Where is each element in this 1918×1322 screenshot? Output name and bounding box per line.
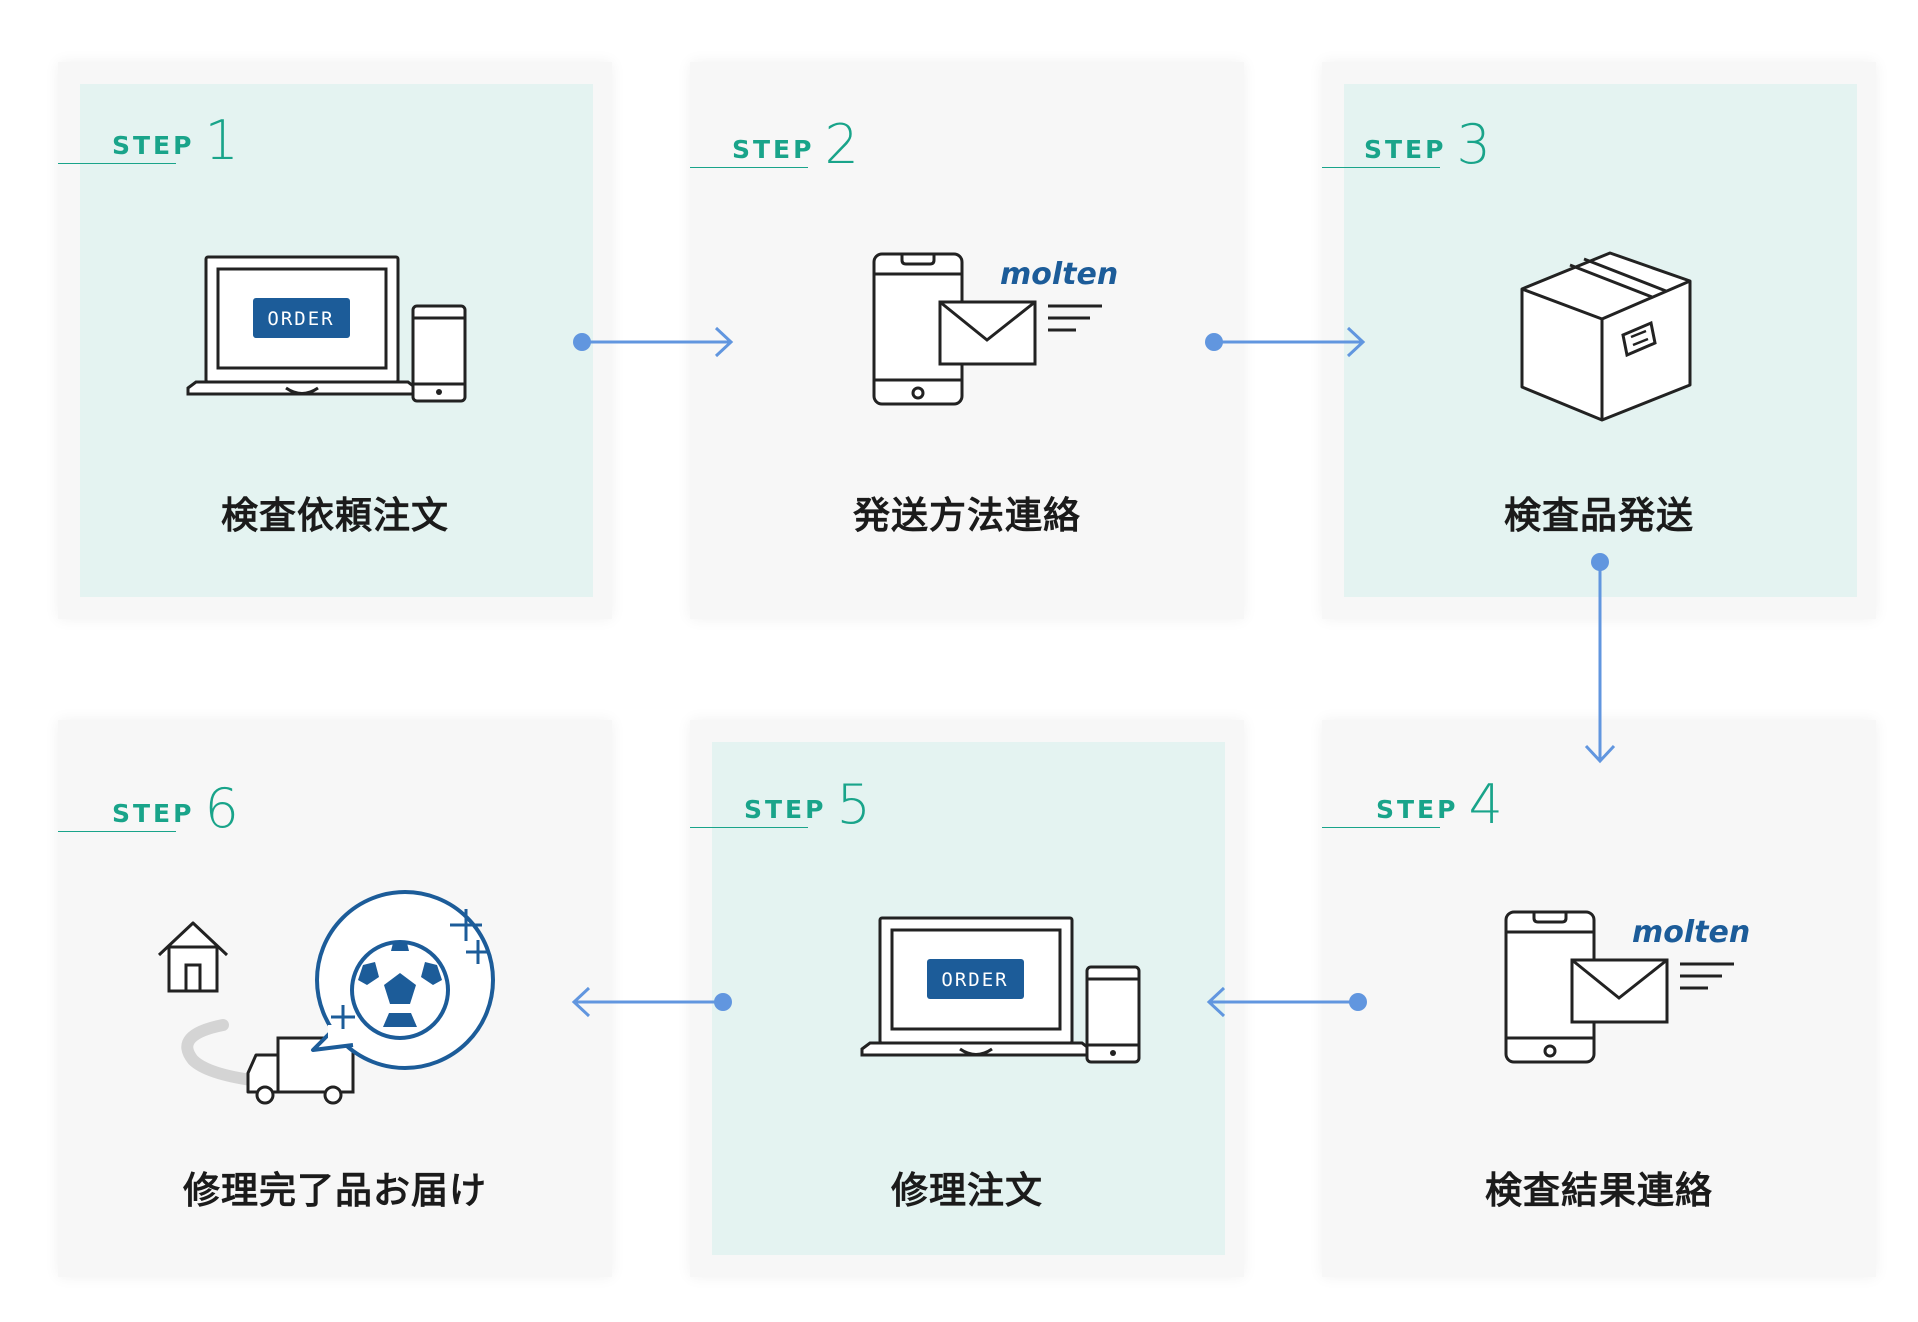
step-title-3: 検査品発送 [1504,494,1694,537]
order-button-text: ORDER [267,308,334,330]
step-label-2: STEP 2 [690,118,859,172]
step-number: 4 [1468,773,1503,836]
step-number: 5 [836,773,871,836]
step-word: STEP [112,799,195,828]
step-title-6: 修理完了品お届け [183,1169,487,1212]
step-number: 2 [824,113,859,176]
laptop-and-phone-order-icon: ORDER [186,255,467,403]
step-underline [1322,167,1440,168]
step-underline [690,827,808,828]
step-card-5: STEP 5 ORDER 修理注文 [690,720,1244,1277]
step-number: 1 [204,109,239,172]
arrow-step2-to-step3 [1205,326,1366,358]
arrow-step4-to-step5 [1206,986,1367,1018]
step-card-4: STEP 4 molten 検査結果連絡 [1322,720,1876,1277]
arrow-step1-to-step2 [573,326,734,358]
delivery-soccer-ball-icon [157,890,495,1105]
step-underline [58,831,176,832]
phone-mail-notification-icon: molten [1504,910,1750,1064]
arrow-step3-to-step4 [1584,553,1616,764]
step-label-5: STEP 5 [690,778,871,832]
step-label-6: STEP 6 [58,782,239,836]
step-word: STEP [112,131,195,160]
step-card-3: STEP 3 検査品発送 [1322,62,1876,619]
order-button-text: ORDER [941,969,1008,991]
step-title-1: 検査依頼注文 [221,494,449,537]
step-underline [1322,827,1440,828]
step-card-6: STEP 6 修理完了品お届け [58,720,612,1277]
molten-logo: molten [1000,257,1118,292]
step-word: STEP [1364,135,1447,164]
molten-logo: molten [1632,915,1750,950]
step-label-4: STEP 4 [1322,778,1503,832]
step-number: 3 [1456,113,1491,176]
step-card-2: STEP 2 molten 発送方法連絡 [690,62,1244,619]
step-number: 6 [204,777,239,840]
step-title-4: 検査結果連絡 [1485,1169,1713,1212]
step-word: STEP [744,795,827,824]
package-box-icon [1520,251,1692,422]
step-word: STEP [732,135,815,164]
step-title-2: 発送方法連絡 [853,494,1081,537]
step-label-1: STEP 1 [58,114,239,168]
step-label-3: STEP 3 [1322,118,1491,172]
laptop-and-phone-order-icon: ORDER [860,916,1141,1064]
step-word: STEP [1376,795,1459,824]
step-card-1: STEP 1 ORDER 検査依頼注文 [58,62,612,619]
step-underline [58,163,176,164]
step-title-5: 修理注文 [891,1169,1043,1212]
step-underline [690,167,808,168]
arrow-step5-to-step6 [571,986,732,1018]
phone-mail-notification-icon: molten [872,252,1118,406]
